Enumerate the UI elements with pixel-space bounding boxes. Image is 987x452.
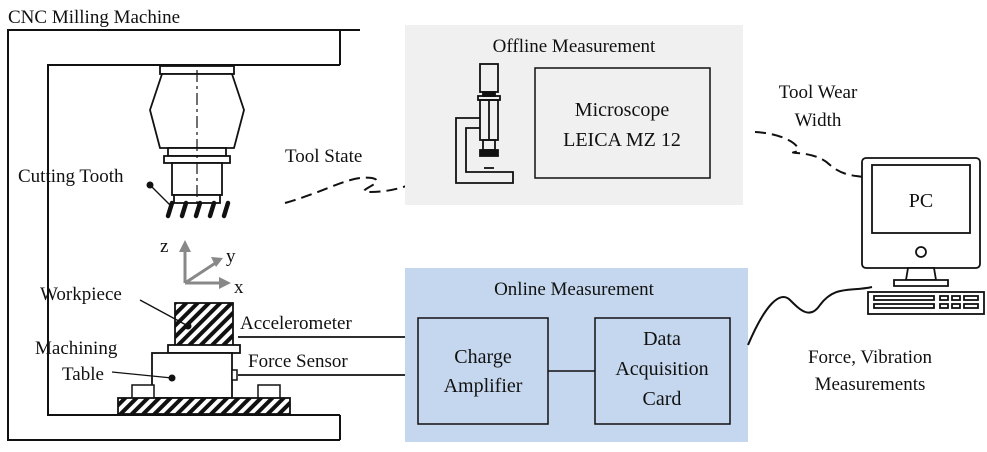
workpiece-base — [167, 344, 241, 354]
tool-wear-label-1: Tool Wear — [779, 82, 858, 103]
force-sensor-block — [151, 352, 233, 399]
workpiece-label: Workpiece — [40, 284, 122, 305]
microscope-name: Microscope — [575, 99, 670, 121]
machining-table-label-2: Table — [62, 364, 104, 385]
online-title: Online Measurement — [494, 279, 655, 300]
axis-z-label: z — [160, 236, 168, 257]
cutting-tooth-label: Cutting Tooth — [18, 166, 124, 187]
tool-wear-label-2: Width — [795, 110, 842, 131]
clamp-right — [257, 384, 281, 400]
machining-table-leader — [111, 371, 173, 379]
force-sensor-label: Force Sensor — [248, 351, 348, 372]
daq-line3: Card — [643, 388, 682, 410]
frame-cut — [340, 28, 370, 444]
cutting-teeth — [165, 200, 231, 219]
tool-state-link — [284, 174, 431, 204]
machining-table — [117, 397, 291, 415]
force-vibration-label-1: Force, Vibration — [808, 347, 933, 368]
machine-title: CNC Milling Machine — [8, 7, 180, 28]
accelerometer-label: Accelerometer — [240, 313, 352, 334]
tool-wear-link — [754, 131, 867, 179]
offline-title: Offline Measurement — [493, 36, 656, 57]
daq-card-box — [594, 317, 731, 425]
daq-to-pc-cable — [747, 286, 873, 346]
charge-amplifier-line2: Amplifier — [444, 375, 523, 397]
machining-table-dot — [168, 374, 176, 382]
microscope-model: LEICA MZ 12 — [563, 129, 681, 151]
cutting-tooth-leader — [149, 184, 173, 208]
machining-table-label-1: Machining — [35, 338, 118, 359]
online-panel — [405, 268, 748, 442]
workpiece-leader — [139, 299, 189, 327]
cutting-tooth-dot — [146, 181, 154, 189]
workpiece-dot — [184, 322, 192, 330]
sensor-connector — [231, 369, 238, 381]
force-vibration-label-2: Measurements — [815, 374, 926, 395]
daq-line1: Data — [643, 328, 681, 350]
daq-line2: Acquisition — [615, 358, 708, 380]
offline-panel — [405, 25, 743, 205]
coordinate-axes — [179, 240, 231, 289]
microscope-box — [534, 67, 711, 179]
pc-label: PC — [909, 190, 933, 212]
microscope-icon — [455, 63, 514, 184]
pc-icon — [861, 157, 985, 315]
tool-state-label: Tool State — [285, 146, 362, 167]
clamp-left — [131, 384, 155, 400]
workpiece — [174, 302, 234, 348]
axis-x-label: x — [234, 277, 244, 298]
charge-amplifier-line1: Charge — [454, 346, 512, 368]
axis-y-label: y — [226, 246, 236, 267]
